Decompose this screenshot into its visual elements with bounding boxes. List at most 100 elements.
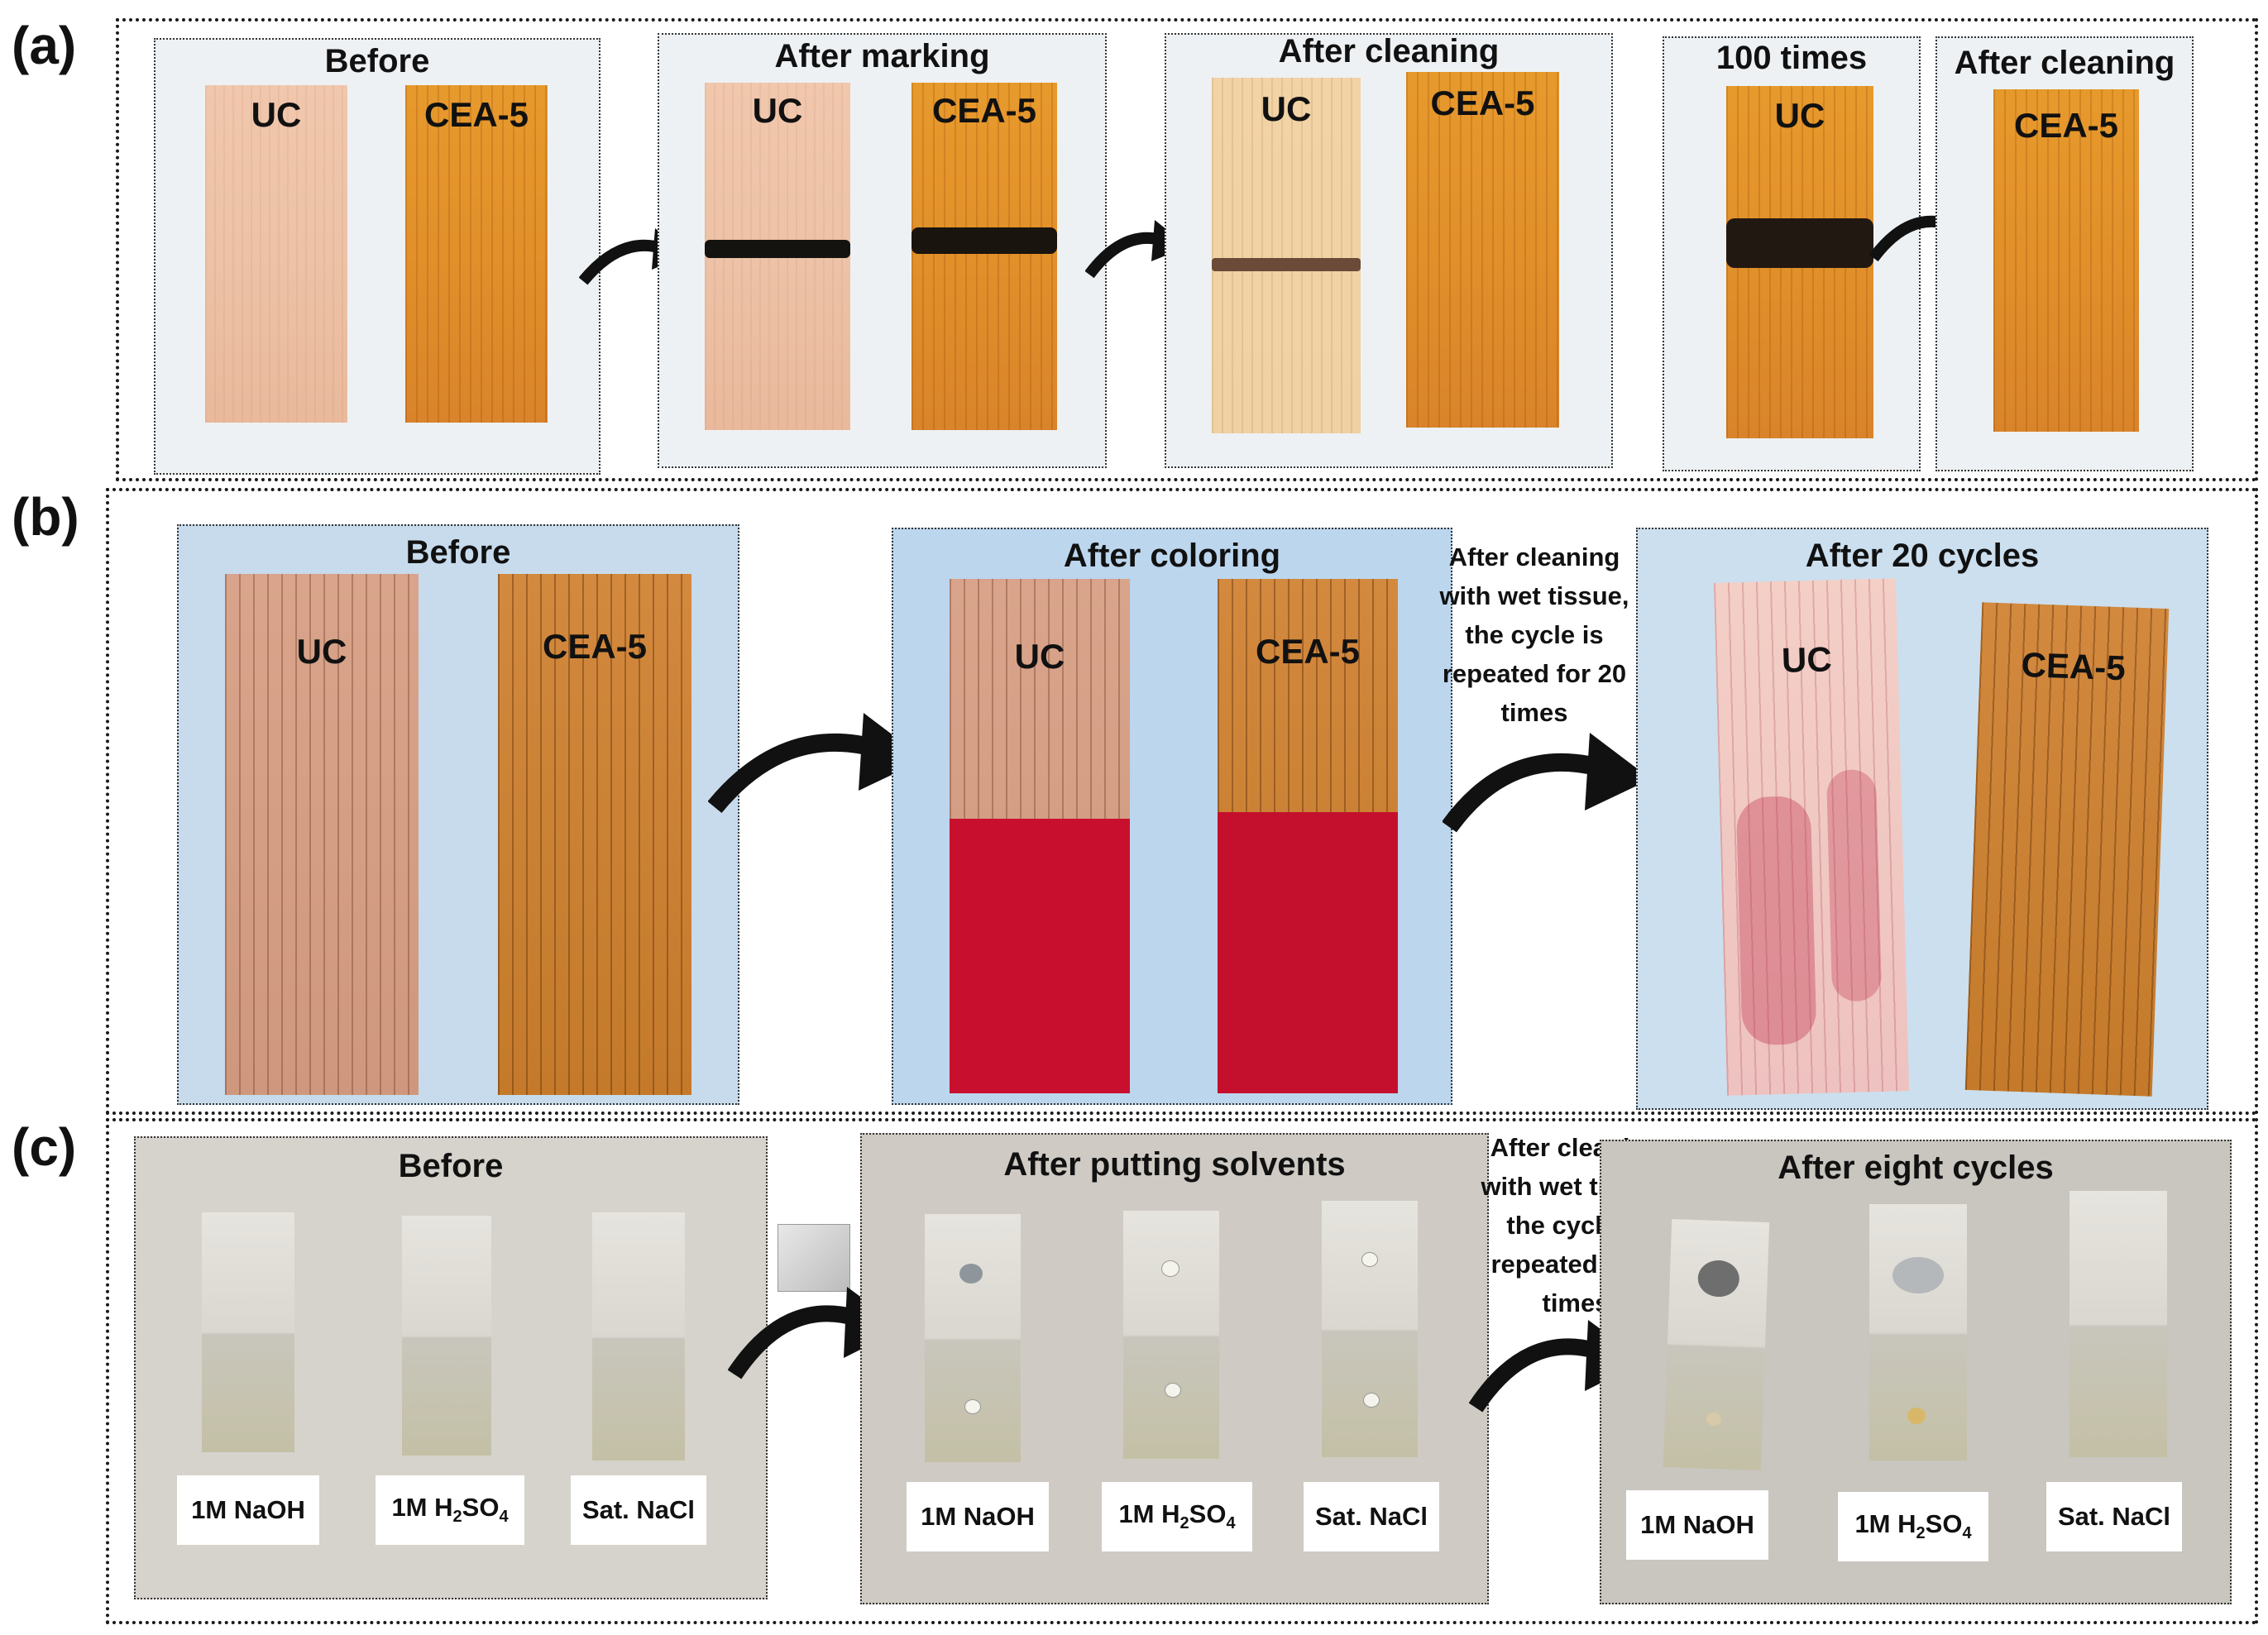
label-naoh: 1M NaOH (1626, 1490, 1768, 1560)
metal-strip (402, 1216, 491, 1456)
panel-c-after-eight-cycles: After eight cycles 1M NaOH 1M H2SO4 Sat.… (1600, 1140, 2232, 1604)
label-h2so4: 1M H2SO4 (1838, 1492, 1988, 1561)
curved-arrow-icon (1443, 733, 1651, 833)
marker-line (912, 227, 1057, 254)
label-text: Sat. NaCl (1314, 1502, 1428, 1531)
wood-strip-cea5: CEA-5 (912, 83, 1057, 430)
strip-label: UC (752, 91, 803, 130)
wood-strip-uc: UC (1713, 578, 1910, 1096)
label-nacl: Sat. NaCl (1304, 1482, 1439, 1551)
wood-strip-uc: UC (205, 85, 347, 423)
strip-label: UC (1774, 96, 1825, 135)
strip-label: UC (1014, 637, 1065, 676)
panel-b-before: Before UC CEA-5 (177, 524, 739, 1105)
strip-label: CEA-5 (542, 627, 648, 666)
panel-title: Before (324, 43, 430, 79)
panel-title: After cleaning (1954, 45, 2175, 81)
panel-title: After putting solvents (1003, 1146, 1346, 1183)
strip-label: CEA-5 (2020, 644, 2127, 688)
wood-strip-cea5: CEA-5 (405, 85, 548, 423)
label-naoh: 1M NaOH (177, 1475, 319, 1545)
strip-label: UC (296, 632, 347, 671)
marker-residue (1212, 258, 1361, 271)
wood-strip-cea5: CEA-5 (1993, 89, 2139, 432)
label-text: 1M NaOH (921, 1502, 1035, 1531)
label-h2so4: 1M H2SO4 (376, 1475, 524, 1545)
solvent-drop (964, 1399, 981, 1414)
wood-strip-cea5: CEA-5 (1218, 579, 1398, 1093)
wood-strip-uc: UC (225, 574, 419, 1095)
solvent-drop (1361, 1252, 1378, 1267)
panel-title: After eight cycles (1778, 1150, 2054, 1186)
label-text: 1M H2SO4 (1854, 1509, 1972, 1543)
panel-a-after-marking: After marking UC CEA-5 (658, 33, 1107, 468)
solvent-drop (1363, 1393, 1380, 1408)
red-dye-area (1218, 812, 1398, 1093)
panel-b-after-coloring: After coloring UC CEA-5 (892, 528, 1452, 1105)
note-line: the cycle is (1465, 620, 1604, 649)
solvent-drop (1165, 1383, 1181, 1398)
panel-title: Before (405, 534, 511, 571)
metal-strip (592, 1212, 685, 1461)
panel-b-after-20-cycles: After 20 cycles UC CEA-5 (1636, 528, 2208, 1110)
row-a-frame (116, 18, 2258, 481)
note-line: with wet tissue, (1439, 581, 1629, 610)
metal-strip (202, 1212, 294, 1452)
row-b-frame (106, 488, 2258, 1115)
wood-strip-uc: UC (705, 83, 850, 430)
note-line: After cleaning (1448, 543, 1620, 571)
wood-strip-uc: UC (950, 579, 1130, 1093)
strip-label: CEA-5 (423, 95, 529, 134)
strip-label: CEA-5 (1430, 84, 1535, 122)
residual-stain (1825, 768, 1883, 1002)
strip-label: UC (1261, 89, 1312, 128)
wood-strip-uc: UC (1726, 86, 1873, 438)
red-dye-area (950, 819, 1130, 1093)
row-c-frame (106, 1118, 2258, 1624)
solvent-drop (1161, 1260, 1179, 1277)
label-h2so4: 1M H2SO4 (1102, 1482, 1252, 1551)
note-line: times (1542, 1288, 1610, 1317)
panel-title: Before (398, 1148, 504, 1184)
panel-title: After marking (774, 38, 990, 74)
label-text: 1M NaOH (1640, 1510, 1754, 1539)
panel-a-after-cleaning-2: After cleaning CEA-5 (1935, 36, 2194, 471)
strip-label: CEA-5 (2013, 106, 2119, 145)
solvent-drop (959, 1264, 983, 1284)
metal-strip (1322, 1201, 1418, 1457)
panel-title: After 20 cycles (1805, 538, 2040, 574)
panel-a-after-cleaning: After cleaning UC CEA-5 (1165, 33, 1613, 468)
label-text: Sat. NaCl (2057, 1502, 2171, 1531)
note-line: repeated for 20 (1442, 659, 1627, 688)
metal-strip (1663, 1219, 1770, 1470)
strip-label: CEA-5 (931, 91, 1037, 130)
row-a-letter: (a) (12, 16, 77, 75)
corrosion-spot (1697, 1260, 1740, 1298)
label-text: 1M H2SO4 (391, 1493, 509, 1527)
panel-a-before: Before UC CEA-5 (154, 38, 600, 475)
metal-strip (2069, 1191, 2167, 1457)
label-nacl: Sat. NaCl (2046, 1482, 2182, 1551)
note-line: times (1500, 698, 1568, 727)
row-b-letter: (b) (12, 487, 79, 547)
residue-spot (1892, 1257, 1944, 1293)
panel-title: After cleaning (1278, 33, 1500, 69)
residual-stain (1735, 796, 1817, 1046)
wood-strip-cea5: CEA-5 (1406, 72, 1559, 428)
cycle-note-b: After cleaning with wet tissue, the cycl… (1423, 538, 1646, 732)
row-c-letter: (c) (12, 1117, 77, 1177)
inset-thumbnail (778, 1224, 850, 1292)
solvent-drop (1907, 1408, 1926, 1424)
marker-line (705, 240, 850, 258)
wood-strip-uc: UC (1212, 78, 1361, 433)
label-naoh: 1M NaOH (907, 1482, 1049, 1551)
panel-c-after-putting-solvents: After putting solvents 1M NaOH 1M H2SO4 … (860, 1133, 1489, 1604)
marker-smear (1726, 218, 1873, 268)
panel-a-100-times: 100 times UC (1663, 36, 1921, 471)
label-text: 1M H2SO4 (1118, 1499, 1236, 1533)
label-text: 1M NaOH (191, 1495, 305, 1524)
strip-label: CEA-5 (1255, 632, 1361, 671)
panel-title: After coloring (1063, 538, 1281, 574)
solvent-drop (1706, 1412, 1722, 1427)
panel-c-before: Before 1M NaOH 1M H2SO4 Sat. NaCl (134, 1136, 768, 1599)
